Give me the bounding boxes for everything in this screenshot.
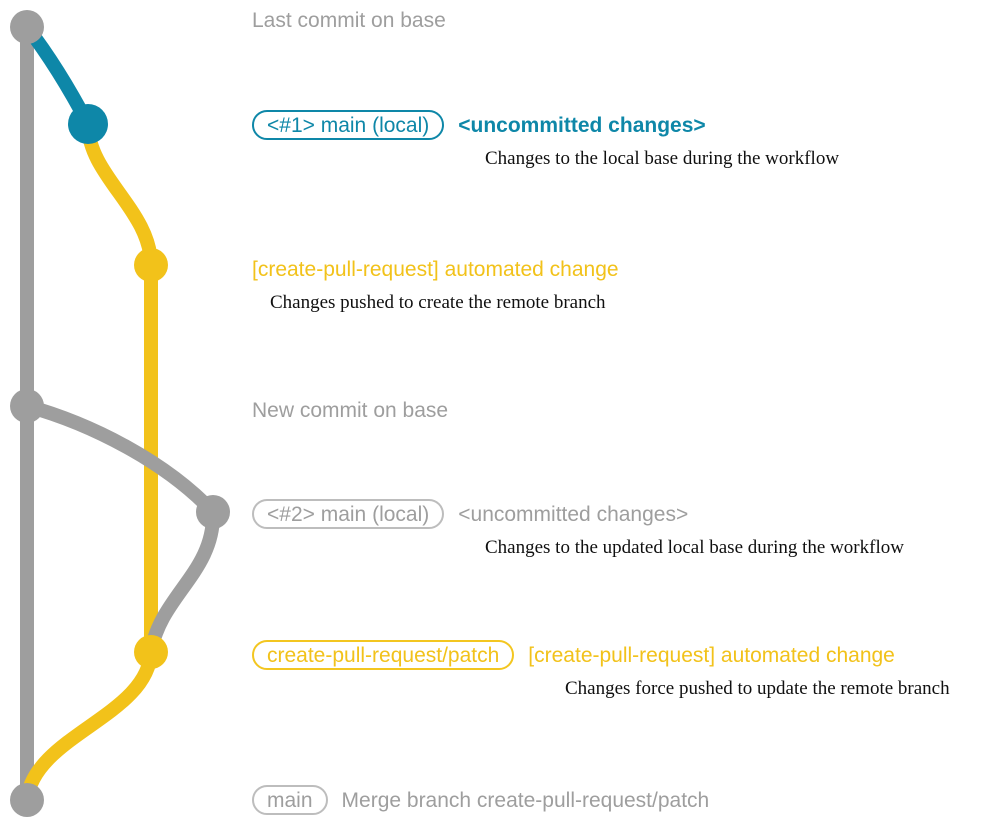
ref-badge-main[interactable]: main xyxy=(252,785,328,815)
commit-subject: [create-pull-request] automated change xyxy=(528,643,895,667)
edge-patch2-to-merge xyxy=(20,645,158,807)
commit-row-local-1: <#1> main (local) <uncommitted changes> … xyxy=(252,108,839,170)
commit-subject: <uncommitted changes> xyxy=(458,113,706,137)
ref-badge-main-local-1[interactable]: <#1> main (local) xyxy=(252,110,445,140)
edge-base2-to-local2 xyxy=(20,399,220,519)
commit-headline: main Merge branch create-pull-request/pa… xyxy=(252,783,709,817)
commit-subject: Last commit on base xyxy=(252,9,446,32)
commit-description: Changes to the local base during the wor… xyxy=(485,148,840,169)
commit-row-new-commit-on-base: New commit on base xyxy=(252,400,448,421)
commit-headline: create-pull-request/patch [create-pull-r… xyxy=(252,638,950,672)
commit-row-last-commit-on-base: Last commit on base xyxy=(252,10,446,31)
commit-row-local-2: <#2> main (local) <uncommitted changes> … xyxy=(252,497,904,559)
commit-description: Changes pushed to create the remote bran… xyxy=(270,292,606,313)
commit-node-local-1[interactable] xyxy=(68,104,108,144)
commit-node-merge-commit[interactable] xyxy=(10,783,44,817)
ref-badge-create-pull-request-patch[interactable]: create-pull-request/patch xyxy=(252,640,515,670)
commit-node-automated-change-2[interactable] xyxy=(134,635,168,669)
commit-subject: New commit on base xyxy=(252,399,449,422)
commit-node-automated-change-1[interactable] xyxy=(134,248,168,282)
commit-description: Changes to the updated local base during… xyxy=(485,537,904,558)
commit-subject: <uncommitted changes> xyxy=(458,502,689,526)
commit-node-local-2[interactable] xyxy=(196,495,230,529)
commit-node-new-commit-on-base[interactable] xyxy=(10,389,44,423)
commit-headline: <#1> main (local) <uncommitted changes> xyxy=(252,108,839,142)
commit-headline: [create-pull-request] automated change xyxy=(252,252,619,286)
commit-node-last-commit-on-base[interactable] xyxy=(10,10,44,44)
commit-row-automated-change-2: create-pull-request/patch [create-pull-r… xyxy=(252,638,950,700)
commit-subject: [create-pull-request] automated change xyxy=(252,257,619,281)
commit-headline: <#2> main (local) <uncommitted changes> xyxy=(252,497,904,531)
commit-row-merge-commit: main Merge branch create-pull-request/pa… xyxy=(252,783,709,817)
commit-description: Changes force pushed to update the remot… xyxy=(565,678,950,699)
commit-row-automated-change-1: [create-pull-request] automated change C… xyxy=(252,252,619,314)
edge-local2-to-patch2 xyxy=(144,505,221,659)
ref-badge-main-local-2[interactable]: <#2> main (local) xyxy=(252,499,445,529)
commit-subject: Merge branch create-pull-request/patch xyxy=(341,788,710,812)
